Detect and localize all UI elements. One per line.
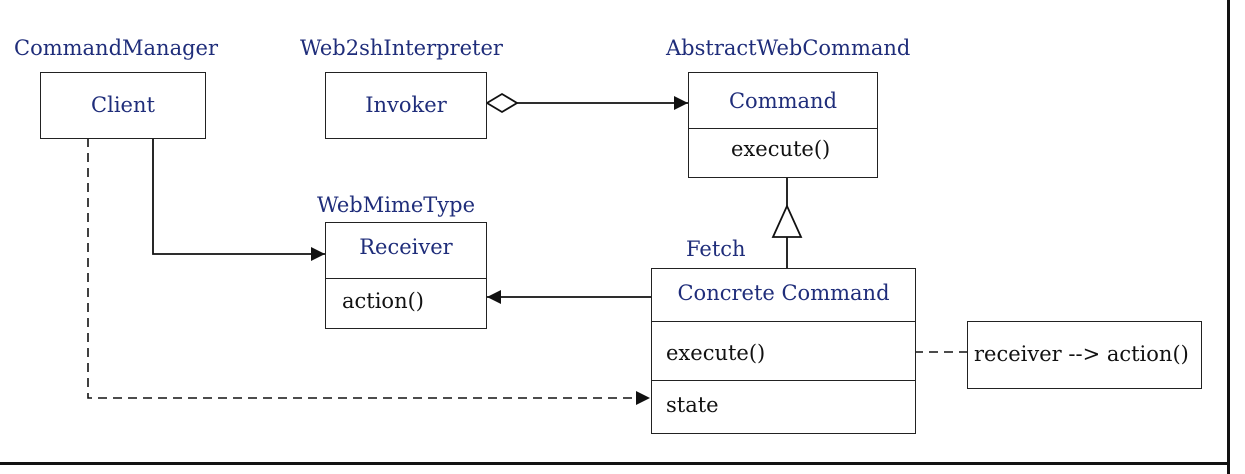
- label-command-manager: CommandManager: [14, 36, 219, 60]
- receiver-class-box[interactable]: Receiver action(): [325, 222, 487, 329]
- note-box[interactable]: receiver --> action(): [967, 321, 1202, 389]
- generalization-triangle: [771, 203, 803, 238]
- label-web2sh-interpreter: Web2shInterpreter: [300, 36, 503, 60]
- client-concrete-dependency: [87, 138, 650, 405]
- concrete-divider-2: [652, 380, 915, 381]
- command-class-box[interactable]: Command execute(): [688, 72, 878, 178]
- label-fetch: Fetch: [686, 237, 746, 261]
- client-class-name: Client: [91, 93, 155, 117]
- label-web-mime-type: WebMimeType: [317, 193, 476, 217]
- note-text: receiver --> action(): [974, 342, 1189, 366]
- command-operation: execute(): [731, 137, 831, 161]
- client-receiver-association: [152, 138, 325, 261]
- aggregation-diamond: [485, 92, 519, 114]
- label-abstract-web-command: AbstractWebCommand: [666, 36, 911, 60]
- concrete-command-operation: execute(): [666, 341, 766, 365]
- frame-right-border: [1227, 0, 1230, 474]
- concrete-divider-1: [652, 321, 915, 322]
- receiver-class-name: Receiver: [359, 235, 453, 259]
- receiver-operation: action(): [342, 289, 424, 313]
- receiver-divider: [326, 278, 486, 279]
- command-divider: [689, 128, 877, 129]
- frame-bottom-border: [0, 462, 1230, 465]
- command-class-name: Command: [728, 89, 838, 113]
- concrete-command-class-box[interactable]: Concrete Command execute() state: [651, 268, 916, 434]
- invoker-class-name: Invoker: [365, 93, 447, 117]
- concrete-command-class-name: Concrete Command: [677, 281, 890, 305]
- concrete-command-attribute: state: [666, 393, 719, 417]
- client-class-box[interactable]: Client: [40, 72, 206, 139]
- invoker-class-box[interactable]: Invoker: [325, 72, 487, 139]
